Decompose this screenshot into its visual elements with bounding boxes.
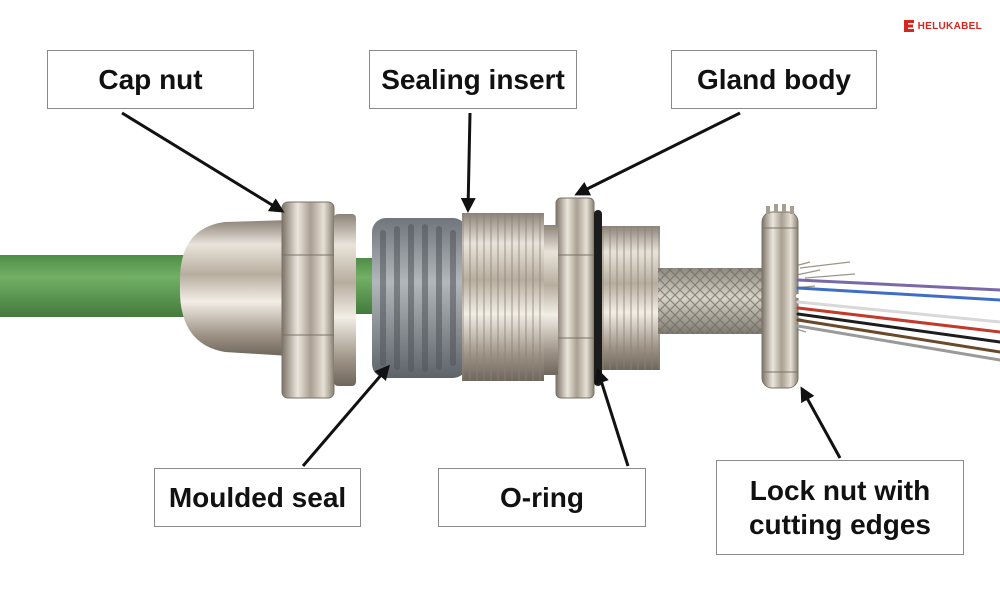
label-sealing-insert-text: Sealing insert xyxy=(381,63,565,95)
arrow-gland-body xyxy=(574,111,741,196)
lock-nut xyxy=(761,211,799,389)
gland-body-flange xyxy=(544,225,558,375)
arrow-o-ring xyxy=(594,368,630,467)
arrow-lock-nut xyxy=(800,386,842,459)
helukabel-logo-text: HELUKABEL xyxy=(917,20,982,32)
arrow-sealing-insert xyxy=(460,112,476,213)
label-sealing-insert: Sealing insert xyxy=(369,50,577,109)
lock-nut-teeth xyxy=(766,204,794,214)
seal-fingers xyxy=(380,224,456,372)
arrow-moulded-seal xyxy=(301,364,390,467)
label-lock-nut: Lock nut with cutting edges xyxy=(716,460,964,555)
helukabel-logo-icon xyxy=(903,20,914,32)
label-cap-nut-text: Cap nut xyxy=(98,63,203,95)
o-ring xyxy=(594,210,602,386)
label-o-ring-text: O-ring xyxy=(500,481,584,513)
conductors xyxy=(796,278,1000,362)
cable xyxy=(0,255,200,317)
cap-nut-dome xyxy=(179,220,290,356)
helukabel-logo: HELUKABEL xyxy=(903,20,982,32)
label-gland-body-text: Gland body xyxy=(697,63,851,95)
cap-nut-rim xyxy=(334,214,356,386)
label-lock-nut-line2: cutting edges xyxy=(748,508,931,540)
label-cap-nut: Cap nut xyxy=(47,50,254,109)
label-gland-body: Gland body xyxy=(671,50,877,109)
arrow-cap-nut xyxy=(121,111,285,213)
label-moulded-seal-text: Moulded seal xyxy=(168,481,347,513)
label-moulded-seal: Moulded seal xyxy=(154,468,361,527)
label-lock-nut-line1: Lock nut with xyxy=(749,474,931,506)
label-o-ring: O-ring xyxy=(438,468,646,527)
